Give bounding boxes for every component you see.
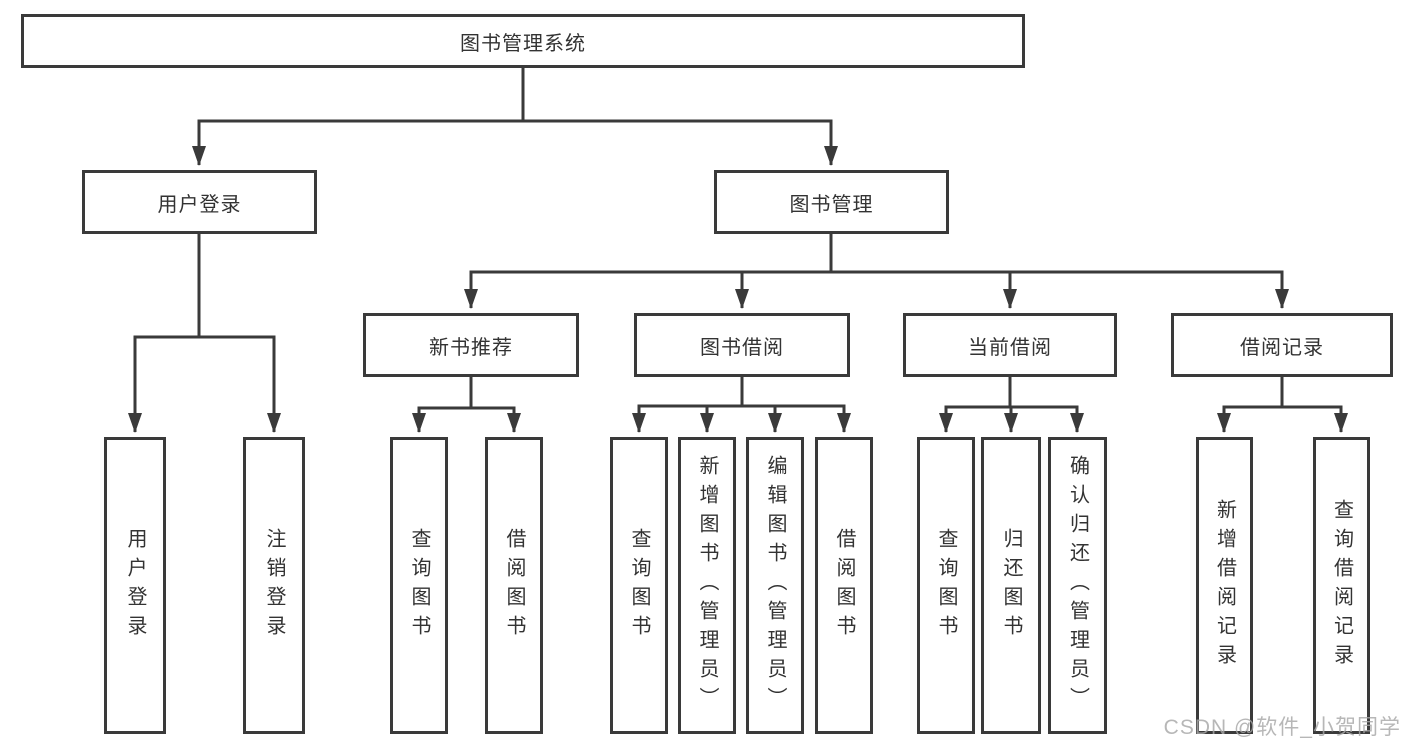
node-label: 查询图书	[935, 527, 957, 644]
leaf-add-borrow-record: 新增借阅记录	[1196, 437, 1253, 734]
leaf-add-book-admin: 新增图书（管理员）	[678, 437, 736, 734]
node-user-login: 用户登录	[82, 170, 317, 234]
node-new-book-recommend: 新书推荐	[363, 313, 579, 377]
leaf-borrow-books: 借阅图书	[815, 437, 873, 734]
node-label: 借阅记录	[1240, 336, 1324, 359]
leaf-query-books-current: 查询图书	[917, 437, 975, 734]
leaf-edit-book-admin: 编辑图书（管理员）	[746, 437, 804, 734]
node-label: 查询借阅记录	[1330, 498, 1353, 673]
node-book-management: 图书管理	[714, 170, 949, 234]
node-label: 图书借阅	[700, 336, 784, 359]
node-current-borrow: 当前借阅	[903, 313, 1117, 377]
node-label: 图书管理	[789, 193, 874, 216]
node-label: 借阅图书	[833, 527, 855, 644]
node-borrow-records: 借阅记录	[1171, 313, 1393, 377]
leaf-query-books-borrow: 查询图书	[610, 437, 668, 734]
leaf-confirm-return-admin: 确认归还（管理员）	[1048, 437, 1107, 734]
leaf-return-book: 归还图书	[981, 437, 1041, 734]
node-label: 编辑图书（管理员）	[764, 455, 786, 716]
node-library-system: 图书管理系统	[21, 14, 1025, 68]
node-label: 用户登录	[157, 193, 242, 216]
leaf-user-login: 用户登录	[104, 437, 166, 734]
csdn-watermark: CSDN @软件_小贺同学	[1163, 716, 1401, 739]
node-label: 图书管理系统	[460, 32, 586, 55]
node-label: 当前借阅	[968, 336, 1052, 359]
leaf-query-borrow-record: 查询借阅记录	[1313, 437, 1370, 734]
leaf-logout: 注销登录	[243, 437, 305, 734]
node-label: 新增图书（管理员）	[696, 455, 718, 716]
node-label: 新增借阅记录	[1213, 498, 1236, 673]
leaf-borrow-books-recommend: 借阅图书	[485, 437, 543, 734]
node-label: 借阅图书	[503, 527, 525, 644]
node-label: 确认归还（管理员）	[1066, 455, 1089, 716]
leaf-query-books-recommend: 查询图书	[390, 437, 448, 734]
node-label: 注销登录	[263, 527, 285, 644]
node-label: 查询图书	[408, 527, 430, 644]
node-label: 新书推荐	[429, 336, 513, 359]
node-book-borrow: 图书借阅	[634, 313, 850, 377]
node-label: 用户登录	[124, 527, 146, 644]
node-label: 归还图书	[1000, 527, 1022, 644]
node-label: 查询图书	[628, 527, 650, 644]
